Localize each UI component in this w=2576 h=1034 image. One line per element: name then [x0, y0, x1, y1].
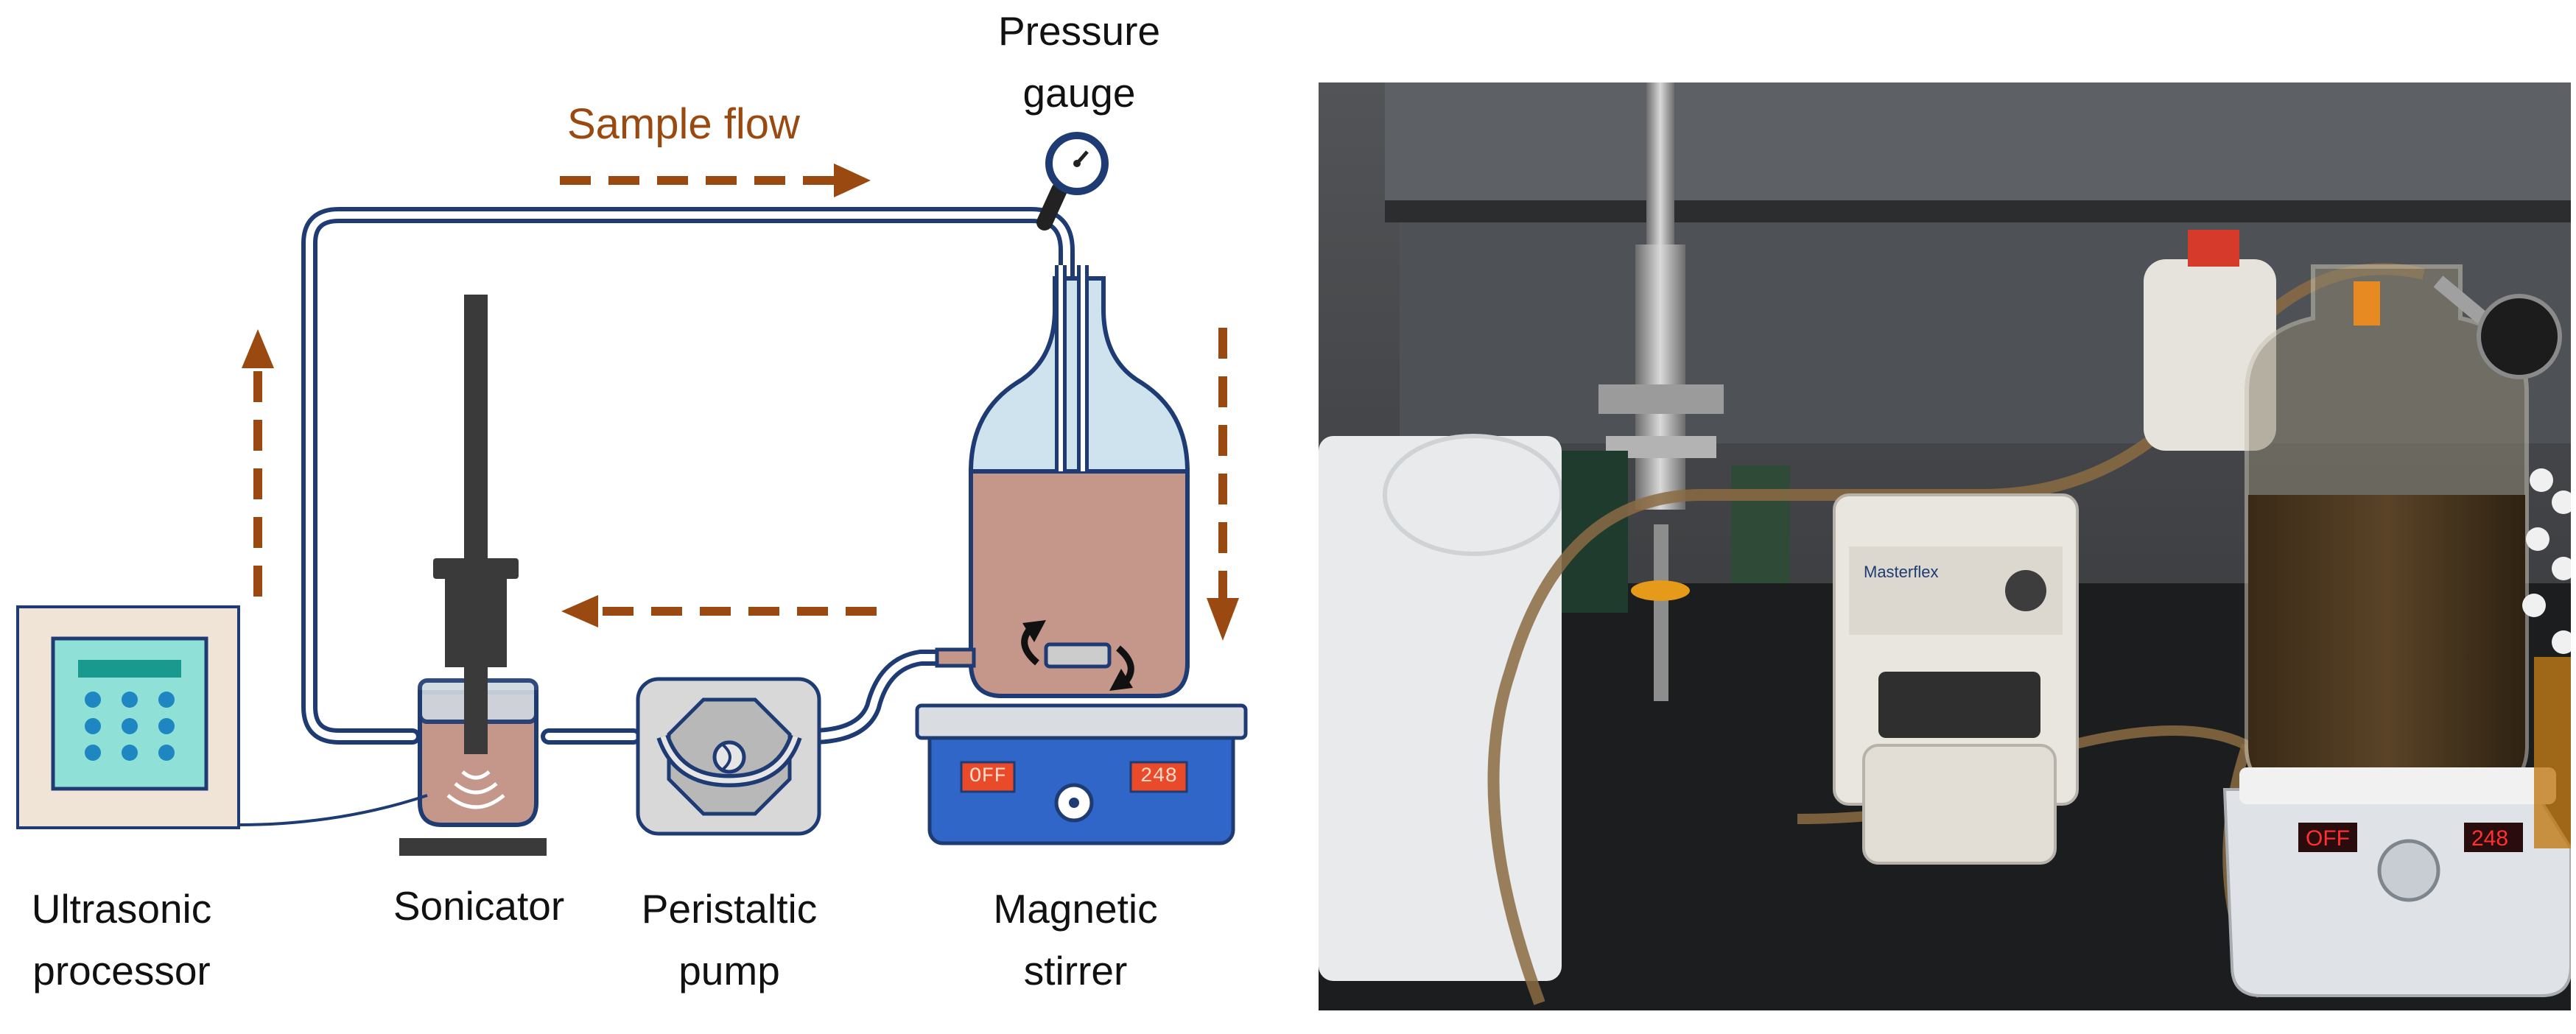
pressure-gauge-label: Pressure gauge — [997, 8, 1161, 116]
magnetic-stirrer-label: Magnetic stirrer — [993, 886, 1158, 993]
ultrasonic-processor — [16, 605, 428, 829]
schematic-diagram — [16, 132, 1248, 856]
stirrer-display-left: OFF — [969, 765, 1007, 788]
flow-arrow-right-down — [1207, 328, 1239, 641]
tubing-loop — [301, 207, 1075, 745]
peristaltic-pump — [636, 677, 821, 836]
ultrasonic-processor-label: Ultrasonic processor — [31, 886, 212, 993]
flow-arrow-middle-left — [561, 595, 877, 627]
peristaltic-pump-label: Peristaltic pump — [641, 886, 818, 993]
flow-arrow-top — [560, 163, 871, 197]
processor-keypad — [85, 692, 175, 761]
stirrer-display-right: 248 — [1140, 765, 1178, 788]
photo-stirrer-right-display: 248 — [2471, 826, 2508, 851]
sonicator-label: Sonicator — [393, 883, 565, 929]
pressure-gauge-icon — [1036, 132, 1109, 231]
magnetic-stirrer — [915, 703, 1248, 845]
sonicator — [399, 295, 547, 856]
photo-pump-brand: Masterflex — [1864, 563, 1938, 581]
setup-photo: Masterflex OFF 248 — [1319, 82, 2571, 1010]
sample-bottle — [935, 265, 1190, 698]
flow-arrow-left-up — [242, 329, 274, 597]
stir-bar-icon — [1021, 620, 1134, 691]
sample-flow-label: Sample flow — [567, 100, 800, 148]
photo-stirrer-left-display: OFF — [2306, 826, 2350, 851]
